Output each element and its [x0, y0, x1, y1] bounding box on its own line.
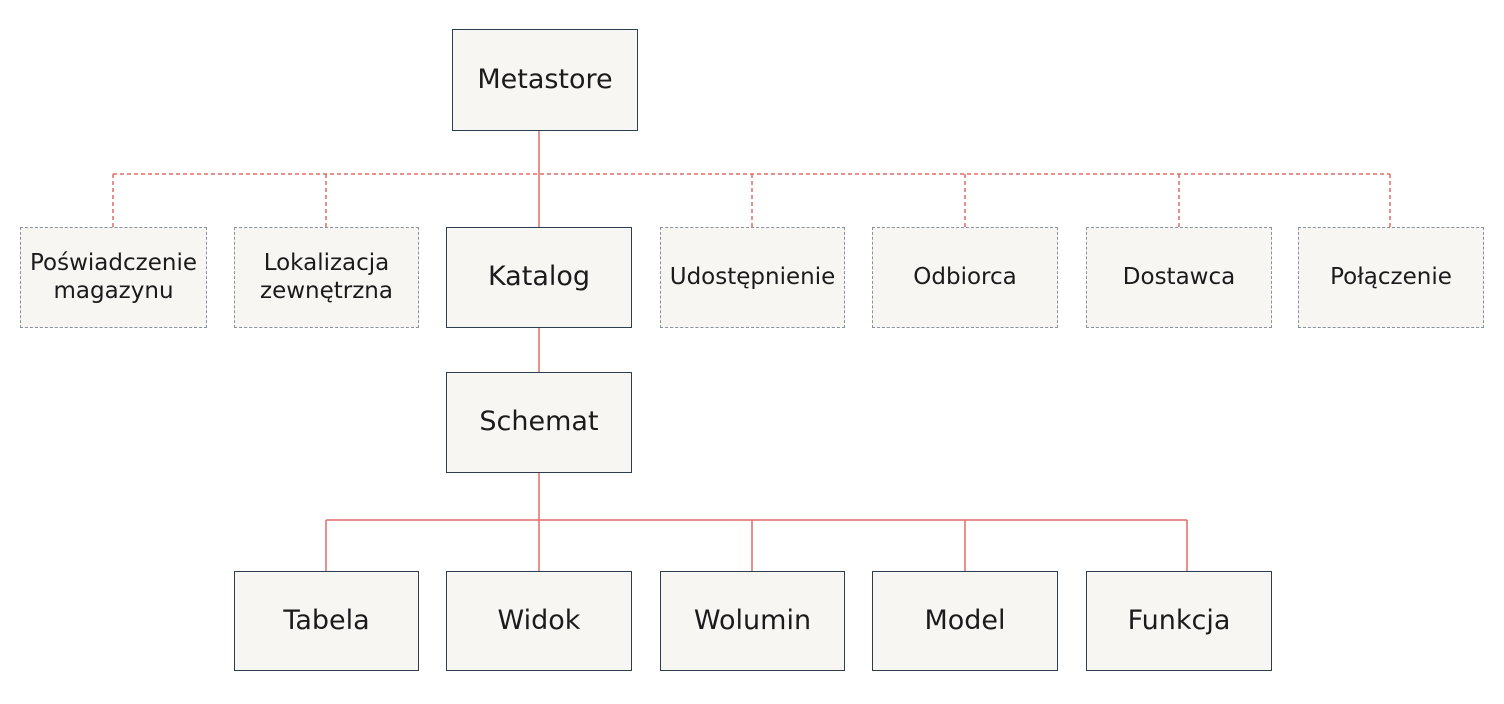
node-widok: Widok	[446, 571, 632, 671]
node-funkcja: Funkcja	[1086, 571, 1272, 671]
node-polaczenie-label: Połączenie	[1330, 263, 1452, 290]
node-model-label: Model	[924, 604, 1006, 636]
node-udostepnienie: Udostępnienie	[660, 227, 845, 328]
node-funkcja-label: Funkcja	[1127, 604, 1231, 636]
node-lokalizacja-zewnetrzna-label: Lokalizacja zewnętrzna	[260, 249, 393, 304]
node-schemat: Schemat	[446, 372, 632, 473]
node-dostawca-label: Dostawca	[1122, 263, 1236, 290]
node-poswiadczenie-magazynu-label: Poświadczenie magazynu	[30, 249, 197, 304]
node-wolumin-label: Wolumin	[693, 604, 812, 636]
node-metastore-label: Metastore	[477, 63, 613, 95]
node-metastore: Metastore	[452, 29, 638, 131]
node-tabela: Tabela	[234, 571, 419, 671]
node-tabela-label: Tabela	[283, 604, 370, 636]
node-dostawca: Dostawca	[1086, 227, 1272, 328]
node-polaczenie: Połączenie	[1298, 227, 1484, 328]
node-wolumin: Wolumin	[660, 571, 845, 671]
node-katalog-label: Katalog	[487, 261, 591, 293]
node-odbiorca-label: Odbiorca	[913, 263, 1017, 290]
node-katalog: Katalog	[446, 227, 632, 328]
node-model: Model	[872, 571, 1058, 671]
node-poswiadczenie-magazynu: Poświadczenie magazynu	[20, 227, 207, 328]
node-lokalizacja-zewnetrzna: Lokalizacja zewnętrzna	[234, 227, 419, 328]
node-schemat-label: Schemat	[479, 406, 599, 438]
node-widok-label: Widok	[497, 604, 581, 636]
node-udostepnienie-label: Udostępnienie	[669, 263, 836, 290]
node-odbiorca: Odbiorca	[872, 227, 1058, 328]
